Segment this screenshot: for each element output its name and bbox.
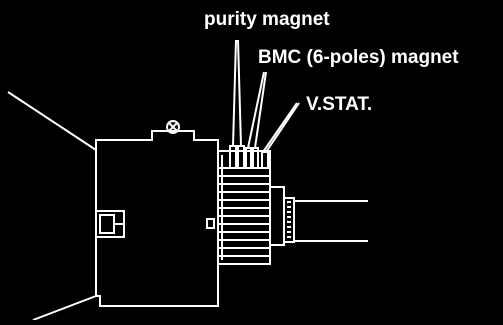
yoke-screw: [166, 120, 180, 134]
vstat-leader-2: [265, 102, 300, 153]
yoke-body: [95, 130, 219, 307]
purity-leader-1: [232, 39, 237, 147]
bmc-magnet-label: BMC (6-poles) magnet: [258, 47, 459, 68]
vstat-tab: [261, 151, 269, 169]
funnel-line-top: [7, 91, 97, 151]
yoke-small-square: [206, 218, 215, 229]
vstat-leader-1: [262, 102, 298, 153]
vstat-label: V.STAT.: [306, 94, 373, 115]
purity-magnet-tab-1: [229, 145, 237, 169]
purity-magnet-tab-2: [237, 145, 245, 169]
funnel-line-bottom: [32, 295, 97, 321]
bmc-leader-2: [254, 71, 267, 149]
purity-magnet-label: purity magnet: [204, 9, 330, 30]
neck-collar: [269, 186, 285, 246]
purity-leader-2: [237, 39, 242, 147]
bmc-leader-1: [247, 71, 265, 149]
neck-clamp: [283, 197, 295, 243]
